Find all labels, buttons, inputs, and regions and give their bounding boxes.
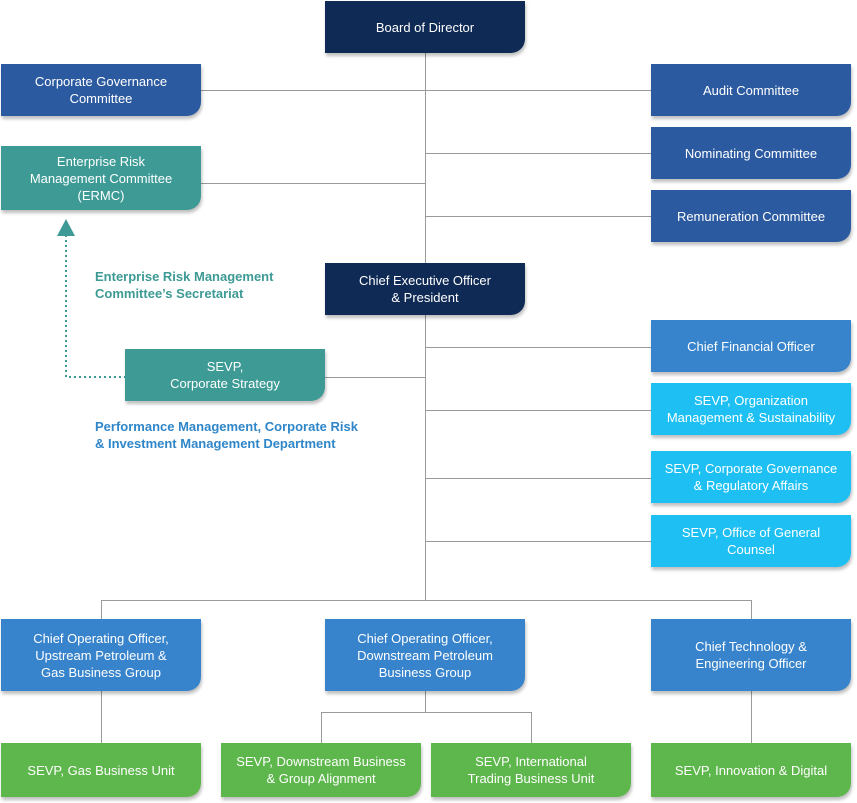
- node-sevp-gas: SEVP, Gas Business Unit: [1, 743, 201, 797]
- node-board-of-director: Board of Director: [325, 1, 525, 53]
- node-coo-downstream: Chief Operating Officer, Downstream Petr…: [325, 619, 525, 691]
- note-ermc-secretariat: Enterprise Risk Management Committee’s S…: [95, 269, 274, 301]
- node-sevp-organization: SEVP, Organization Management & Sustaina…: [651, 383, 851, 435]
- node-sevp-trading: SEVP, International Trading Business Uni…: [431, 743, 631, 797]
- node-sevp-corporate-strategy: SEVP, Corporate Strategy: [125, 349, 325, 401]
- node-sevp-innovation: SEVP, Innovation & Digital: [651, 743, 851, 797]
- node-cto: Chief Technology & Engineering Officer: [651, 619, 851, 691]
- node-sevp-corporate-governance: SEVP, Corporate Governance & Regulatory …: [651, 451, 851, 503]
- node-nominating-committee: Nominating Committee: [651, 127, 851, 179]
- node-corporate-governance-committee: Corporate Governance Committee: [1, 64, 201, 116]
- dotted-arrow-head-icon: [57, 219, 75, 236]
- node-sevp-general-counsel: SEVP, Office of General Counsel: [651, 515, 851, 567]
- node-ermc: Enterprise Risk Management Committee (ER…: [1, 146, 201, 210]
- node-remuneration-committee: Remuneration Committee: [651, 190, 851, 242]
- node-coo-upstream: Chief Operating Officer, Upstream Petrol…: [1, 619, 201, 691]
- node-cfo: Chief Financial Officer: [651, 320, 851, 372]
- node-ceo-president: Chief Executive Officer & President: [325, 263, 525, 315]
- node-audit-committee: Audit Committee: [651, 64, 851, 116]
- node-sevp-downstream: SEVP, Downstream Business & Group Alignm…: [221, 743, 421, 797]
- note-performance-management: Performance Management, Corporate Risk &…: [95, 419, 358, 451]
